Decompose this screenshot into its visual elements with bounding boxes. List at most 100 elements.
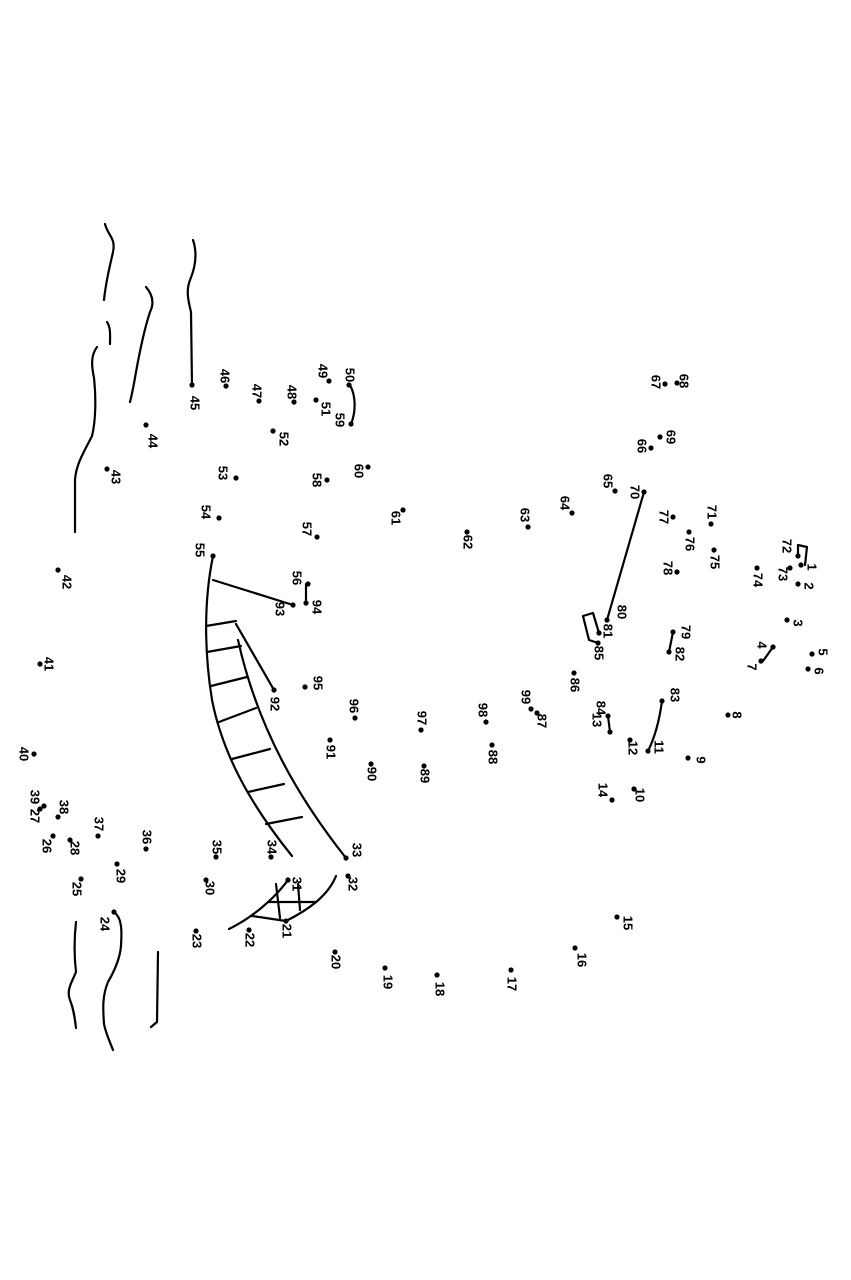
wave-line (67, 920, 78, 1030)
dot-number-label: 35 (210, 840, 225, 854)
dot-number-label: 83 (668, 688, 683, 702)
dot-point (95, 833, 101, 839)
dot-point (193, 928, 199, 934)
dot-number-label: 13 (590, 713, 605, 727)
dot-number-label: 52 (277, 432, 292, 446)
dot-45: 45 (188, 382, 203, 410)
dot-75: 75 (708, 547, 723, 569)
dot-number-label: 49 (316, 364, 331, 378)
dot-number-label: 17 (505, 977, 520, 991)
dot-81: 81 (596, 624, 616, 638)
dot-66: 66 (635, 439, 654, 453)
dot-point (809, 651, 815, 657)
dot-point (595, 640, 601, 646)
dot-number-label: 46 (218, 369, 233, 383)
dot-number-label: 96 (347, 699, 362, 713)
hull-line (246, 782, 286, 794)
dot-point (758, 658, 764, 664)
dot-number-label: 65 (601, 474, 616, 488)
dot-point (508, 967, 514, 973)
dot-24: 24 (98, 909, 117, 932)
dot-point (143, 422, 149, 428)
dot-point (607, 729, 613, 735)
hull-line (264, 815, 304, 826)
dot-number-label: 9 (694, 756, 709, 763)
dot-29: 29 (114, 861, 129, 883)
dot-16: 16 (572, 945, 590, 967)
dot-number-label: 73 (776, 567, 791, 581)
dot-number-label: 91 (324, 745, 339, 759)
dot-point (210, 553, 216, 559)
dot-77: 77 (657, 510, 676, 524)
dot-point (382, 965, 388, 971)
flag-line (605, 490, 646, 622)
dot-83: 83 (659, 688, 683, 704)
dot-69: 69 (657, 430, 679, 444)
dot-point (657, 434, 663, 440)
dot-point (268, 854, 274, 860)
numbered-dots: 1234567891011121314151617181920212223242… (17, 364, 831, 996)
dot-point (787, 565, 793, 571)
pre-drawn-lines (67, 222, 809, 1052)
dot-point (662, 381, 668, 387)
dot-number-label: 66 (635, 439, 650, 453)
dot-number-label: 44 (146, 434, 161, 449)
dot-number-label: 70 (628, 485, 643, 499)
dot-86: 86 (568, 670, 583, 692)
dot-number-label: 79 (679, 625, 694, 639)
dot-point (464, 529, 470, 535)
dot-point (596, 630, 602, 636)
dot-point (805, 666, 811, 672)
dot-number-label: 10 (633, 788, 648, 802)
dot-point (111, 909, 117, 915)
dot-number-label: 32 (346, 877, 361, 891)
dot-28: 28 (67, 837, 83, 855)
dot-number-label: 85 (592, 646, 607, 660)
flag-line (606, 714, 612, 734)
dot-98: 98 (476, 703, 491, 725)
dot-point (37, 806, 43, 812)
dot-number-label: 71 (705, 505, 720, 519)
hull-line (236, 638, 348, 860)
dot-number-label: 68 (677, 374, 692, 388)
dot-point (143, 846, 149, 852)
dot-point (670, 514, 676, 520)
dot-number-label: 76 (683, 537, 698, 551)
dot-number-label: 43 (109, 470, 124, 484)
dot-number-label: 81 (601, 624, 616, 638)
dot-point (645, 748, 651, 754)
dot-9: 9 (685, 755, 709, 764)
dot-57: 57 (300, 522, 320, 540)
dot-74: 74 (751, 565, 766, 588)
dot-31: 31 (285, 877, 305, 891)
dot-point (571, 670, 577, 676)
dot-95: 95 (302, 676, 326, 690)
dot-73: 73 (776, 565, 793, 581)
dot-point (78, 876, 84, 882)
dot-point (400, 507, 406, 513)
dot-number-label: 15 (621, 916, 636, 930)
dot-49: 49 (316, 364, 332, 384)
dot-point (605, 713, 611, 719)
dot-point (572, 945, 578, 951)
dot-number-label: 47 (250, 384, 265, 398)
dot-7: 7 (745, 658, 764, 671)
dot-5: 5 (809, 648, 831, 657)
dot-34: 34 (265, 840, 280, 860)
dot-4: 4 (755, 641, 776, 650)
dot-87: 87 (534, 710, 550, 728)
dot-41: 41 (37, 657, 57, 671)
dot-number-label: 74 (751, 573, 766, 588)
dot-number-label: 16 (575, 953, 590, 967)
wave-line (102, 910, 123, 1052)
dot-number-label: 18 (433, 982, 448, 996)
dot-point (489, 742, 495, 748)
dot-point (55, 567, 61, 573)
dot-number-label: 39 (28, 790, 43, 804)
dot-point (189, 382, 195, 388)
hull-line (205, 554, 294, 858)
dot-point (708, 521, 714, 527)
wave-line (105, 320, 112, 346)
stern-line (296, 882, 302, 912)
